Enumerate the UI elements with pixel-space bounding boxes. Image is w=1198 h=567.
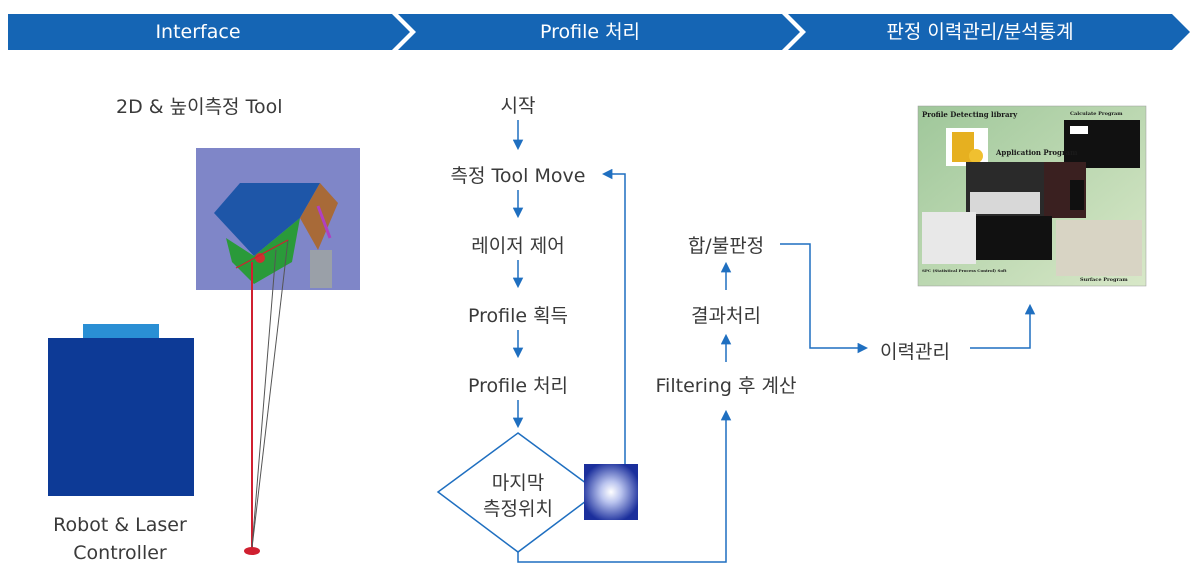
glow-square	[584, 464, 638, 520]
controller-label-2: Controller	[73, 542, 167, 564]
flow-move: 측정 Tool Move	[450, 165, 586, 187]
library-title: Profile Detecting library	[922, 110, 1018, 119]
tool-3d-image	[196, 148, 360, 290]
flow-filtering: Filtering 후 계산	[655, 375, 797, 397]
controller-box	[48, 324, 194, 496]
surface-title: Surface Program	[1080, 277, 1128, 283]
flow-history: 이력관리	[880, 341, 950, 363]
decision-line-1: 마지막	[491, 472, 545, 494]
process-header	[8, 14, 1190, 50]
controller-label-1: Robot & Laser	[53, 514, 187, 536]
flow-judge: 합/불판정	[687, 235, 765, 257]
decision-line-2: 측정위치	[483, 498, 553, 520]
tool-label: 2D & 높이측정 Tool	[116, 96, 283, 118]
stage-interface-label: Interface	[155, 21, 241, 43]
flow-start: 시작	[500, 95, 536, 117]
app-title: Application Program	[996, 148, 1078, 157]
spc-title: SPC (Statistical Process Control) Soft	[922, 268, 1007, 273]
stage-judge-label: 판정 이력관리/분석통계	[886, 21, 1074, 43]
stage-profile-label: Profile 처리	[539, 21, 641, 43]
decision-diamond	[436, 432, 600, 553]
calc-title: Calculate Program	[1070, 111, 1123, 117]
flow-process: Profile 처리	[467, 375, 569, 397]
software-screenshot	[917, 105, 1147, 287]
chevron-interface	[8, 14, 410, 50]
flow-result: 결과처리	[691, 305, 761, 327]
flow-acquire: Profile 획득	[467, 305, 569, 327]
chevron-profile	[398, 14, 800, 50]
flow-laser: 레이저 제어	[471, 235, 565, 257]
laser-lines	[235, 239, 289, 555]
flow-arrows	[512, 120, 1036, 563]
chevron-judge	[788, 14, 1190, 50]
